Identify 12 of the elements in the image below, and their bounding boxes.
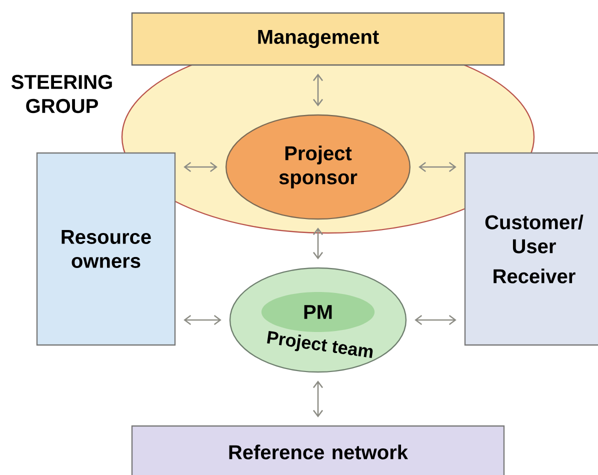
- arrow: [184, 162, 218, 172]
- box: Resource owners: [36, 152, 176, 346]
- box: Management: [131, 12, 505, 66]
- arrow: [312, 380, 324, 418]
- arrow: [312, 228, 324, 260]
- arrow: [312, 74, 324, 106]
- arrow: [418, 162, 456, 172]
- box: Customer/ User Receiver: [464, 152, 598, 346]
- box: Reference network: [131, 425, 505, 475]
- node-label: STEERING GROUP: [11, 74, 112, 114]
- arrow: [184, 314, 222, 326]
- arrow: [414, 314, 456, 326]
